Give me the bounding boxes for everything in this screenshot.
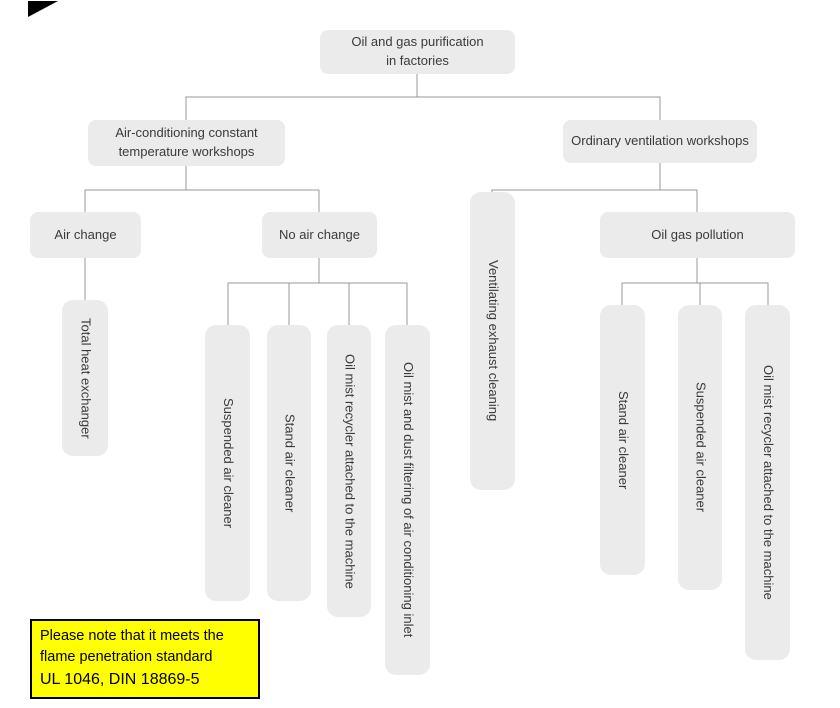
node-ordinary-ventilation-workshops: Ordinary ventilation workshops	[563, 120, 757, 163]
node-no-air-change: No air change	[262, 212, 377, 258]
corner-triangle-decoration	[28, 1, 58, 17]
note-body-text: Please note that it meets the flame pene…	[40, 628, 224, 666]
node-oil-gas-pollution: Oil gas pollution	[600, 212, 795, 258]
node-oil-mist-recycler-left: Oil mist recycler attached to the machin…	[327, 325, 371, 617]
node-suspended-air-cleaner-right: Suspended air cleaner	[678, 305, 722, 590]
node-suspended-air-cleaner-left: Suspended air cleaner	[205, 325, 250, 601]
node-total-heat-exchanger: Total heat exchanger	[62, 300, 108, 456]
node-oil-mist-recycler-right: Oil mist recycler attached to the machin…	[745, 305, 790, 660]
note-standard-text: UL 1046, DIN 18869-5	[40, 671, 200, 689]
node-stand-air-cleaner-right: Stand air cleaner	[600, 305, 645, 575]
node-air-conditioning-workshops: Air-conditioning constant temperature wo…	[88, 120, 285, 166]
node-oil-gas-purification: Oil and gas purification in factories	[320, 30, 515, 74]
node-ventilating-exhaust-cleaning: Ventilating exhaust cleaning	[470, 192, 515, 490]
node-oil-mist-dust-filtering: Oil mist and dust filtering of air condi…	[385, 325, 430, 675]
node-stand-air-cleaner-left: Stand air cleaner	[267, 325, 311, 601]
node-air-change: Air change	[30, 212, 141, 258]
flame-standard-note: Please note that it meets the flame pene…	[30, 619, 260, 699]
